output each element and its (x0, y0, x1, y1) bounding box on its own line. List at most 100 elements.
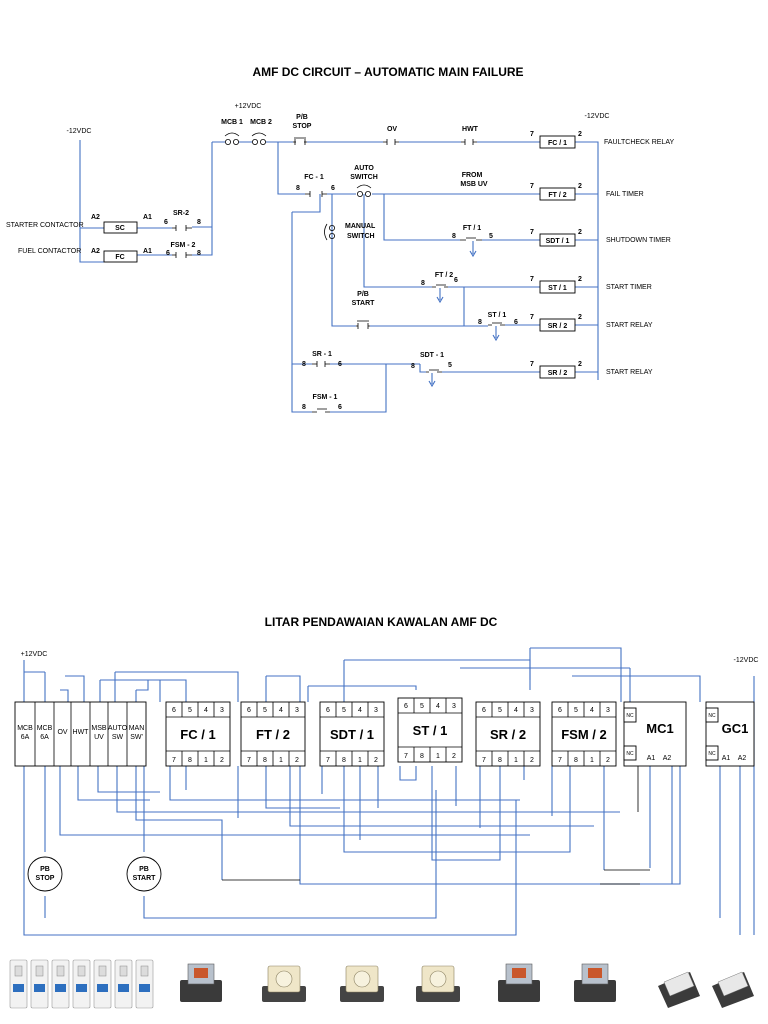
relay-top-pin: 5 (342, 707, 346, 714)
fsm2-contact-label: FSM - 2 (171, 242, 196, 249)
relay-coil (539, 187, 576, 201)
fc-coil-pin-a2: A2 (91, 248, 100, 255)
ft1-contact-label: FT / 1 (463, 225, 481, 232)
control-wiring (23, 647, 755, 936)
timer-photo-3 (416, 965, 460, 1002)
breaker-label: MAN (129, 725, 145, 732)
st1-contact (488, 322, 505, 342)
sc-coil-label: SC (115, 225, 125, 232)
relay-top-pin: 6 (404, 703, 408, 710)
sr1-pin-6: 6 (338, 361, 342, 368)
from-msb-uv-label-2: MSB UV (460, 181, 488, 188)
relay-top-pin: 6 (482, 707, 486, 714)
relay-bottom-pin: 1 (514, 757, 518, 764)
sr1-contact (312, 361, 330, 367)
relay-top-pin: 6 (326, 707, 330, 714)
mcb-photo (114, 959, 133, 1009)
ft1-pin-5: 5 (489, 233, 493, 240)
auto-switch-symbol (356, 184, 372, 197)
relay-photo-1 (180, 963, 222, 1002)
relay-coil-label: FC / 1 (548, 140, 567, 147)
relay-base-label: FC / 1 (180, 727, 215, 742)
pb-stop-label-2: STOP (293, 123, 312, 130)
relay-bottom-pin: 7 (326, 757, 330, 764)
breaker-label: AUTO (108, 725, 128, 732)
wiring-supply-positive: +12VDC (21, 651, 48, 658)
relay-coil-label: SDT / 1 (546, 238, 570, 245)
relay-bottom-pin: 7 (404, 753, 408, 760)
relay-coil-pin-2: 2 (578, 276, 582, 283)
relay-top-pin: 6 (172, 707, 176, 714)
contactor-label: GC1 (722, 721, 749, 736)
mcb-photo (93, 959, 112, 1009)
contactor-pin-a2: A2 (663, 755, 672, 762)
contactor-nc-block (705, 707, 719, 723)
pb-stop-button-label-2: STOP (36, 875, 55, 882)
sdt1-pin-8: 8 (411, 363, 415, 370)
relay-bottom-pin: 2 (530, 757, 534, 764)
sdt1-contact-label: SDT - 1 (420, 352, 444, 359)
relay-coil-pin-2: 2 (578, 131, 582, 138)
from-msb-uv-label-1: FROM (462, 172, 483, 179)
auto-switch-label-1: AUTO (354, 165, 374, 172)
manual-switch-symbol (324, 223, 335, 241)
relay-photo-2 (498, 963, 540, 1002)
relay-bottom-pin: 7 (247, 757, 251, 764)
fc1-contact-label: FC - 1 (304, 174, 324, 181)
pb-start-label-2: START (352, 300, 376, 307)
breaker-label: HWT (73, 729, 90, 736)
relay-coil-label: SR / 2 (548, 323, 568, 330)
relay-function-label: FAULTCHECK RELAY (604, 139, 674, 146)
relay-function-label: FAIL TIMER (606, 191, 644, 198)
contactor-nc-label: NC (626, 751, 634, 757)
sr2-contact-pin-6: 6 (164, 219, 168, 226)
relay-coil-pin-7: 7 (530, 361, 534, 368)
fc-coil (103, 250, 138, 263)
relay-top-pin: 4 (514, 707, 518, 714)
relay-bottom-pin: 7 (482, 757, 486, 764)
relay-bottom-pin: 1 (204, 757, 208, 764)
relay-top-pin: 3 (220, 707, 224, 714)
relay-coil-pin-7: 7 (530, 131, 534, 138)
relay-coil-label: ST / 1 (548, 285, 567, 292)
relay-coil (539, 135, 576, 149)
hwt-label: HWT (462, 126, 479, 133)
contactor-photo-1 (658, 971, 700, 1008)
sc-coil-pin-a2: A2 (91, 214, 100, 221)
wiring-title: LITAR PENDAWAIAN KAWALAN AMF DC (265, 615, 498, 629)
component-photos (9, 959, 754, 1009)
breaker-panel (14, 701, 147, 767)
relay-top-pin: 4 (590, 707, 594, 714)
relay-top-pin: 4 (204, 707, 208, 714)
relay-top-pin: 5 (263, 707, 267, 714)
mcb-photo (72, 959, 91, 1009)
fc-coil-pin-a1: A1 (143, 248, 152, 255)
pb-start-button-label-1: PB (139, 866, 149, 873)
contactor-pin-a1: A1 (647, 755, 656, 762)
relay-top-pin: 4 (279, 707, 283, 714)
relay-bottom-pin: 8 (263, 757, 267, 764)
relay-base-label: SR / 2 (490, 727, 526, 742)
sr2-contact-label: SR-2 (173, 210, 189, 217)
sr2-contact-pin-8: 8 (197, 219, 201, 226)
relay-top-pin: 5 (498, 707, 502, 714)
relay-bottom-pin: 2 (374, 757, 378, 764)
sdt1-pin-5: 5 (448, 362, 452, 369)
mcb1-symbol (224, 132, 240, 145)
relay-top-pin: 4 (436, 703, 440, 710)
relay-top-pin: 5 (188, 707, 192, 714)
ov-contact (383, 139, 399, 145)
pb-start-label-1: P/B (357, 291, 369, 298)
schematic-title: AMF DC CIRCUIT – AUTOMATIC MAIN FAILURE (252, 65, 523, 79)
relay-coil (539, 233, 576, 247)
breaker-label: UV (94, 734, 104, 741)
mcb-breakers-photo (9, 959, 154, 1009)
sc-coil-pin-a1: A1 (143, 214, 152, 221)
relay-bottom-pin: 8 (420, 753, 424, 760)
fsm1-contact-label: FSM - 1 (313, 394, 338, 401)
timer-photo-1 (262, 965, 306, 1002)
supply-positive-label: +12VDC (235, 103, 262, 110)
relay-bottom-pin: 7 (172, 757, 176, 764)
